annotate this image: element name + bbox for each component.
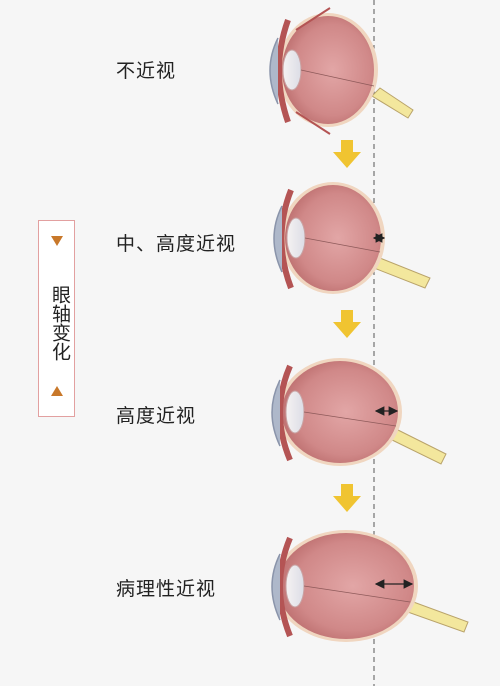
eye-normal — [269, 7, 414, 135]
triangle-up-icon — [51, 386, 63, 396]
eye-mid-high — [273, 182, 431, 294]
axis-change-label: 眼轴变化 — [49, 285, 71, 361]
stage-label-normal: 不近视 — [116, 60, 177, 82]
down-arrow-3 — [333, 484, 361, 512]
down-arrow-1 — [333, 140, 361, 168]
down-arrow-2 — [333, 310, 361, 338]
stage-label-pathological: 病理性近视 — [116, 578, 217, 600]
axis-change-box: 眼轴变化 — [38, 220, 75, 417]
stage-label-high: 高度近视 — [116, 405, 197, 427]
stage-label-mid-high: 中、高度近视 — [116, 233, 237, 255]
triangle-down-icon — [51, 236, 63, 246]
eye-pathological — [271, 530, 469, 642]
eye-high — [271, 358, 447, 466]
